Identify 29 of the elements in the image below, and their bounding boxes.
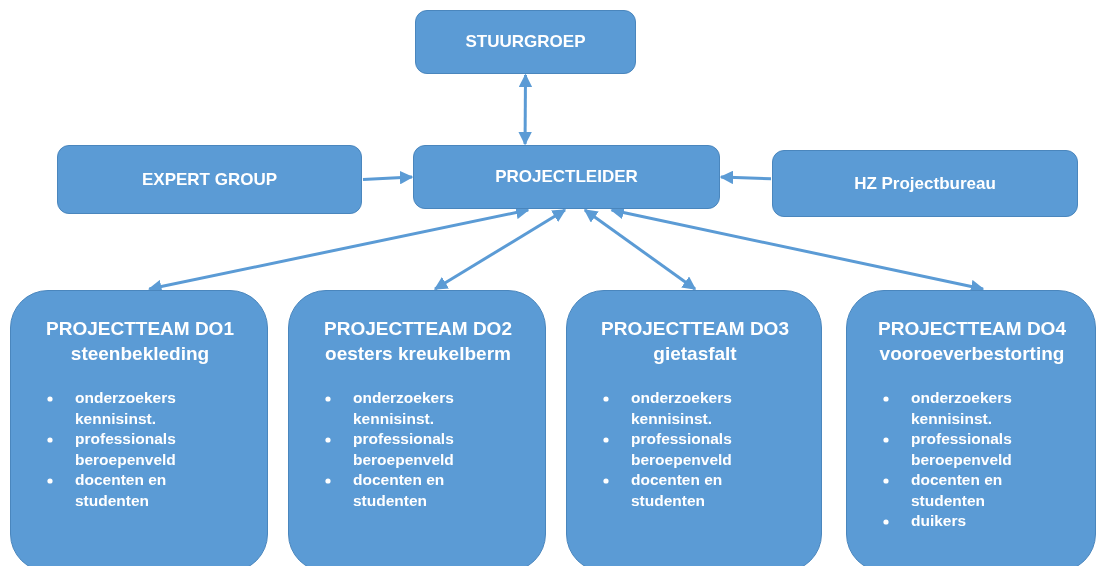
arrow: [362, 170, 414, 185]
box-label: HZ Projectbureau: [854, 173, 996, 194]
list-item: docenten en studenten: [75, 471, 167, 509]
box-label: EXPERT GROUP: [141, 169, 278, 190]
team-title: PROJECTTEAM DO3 gietasfalt: [600, 317, 790, 366]
team-box: [566, 290, 822, 566]
list-item: onderzoekers kennisinst.: [75, 389, 176, 427]
team-box: [846, 290, 1096, 566]
list-item: docenten en studenten: [631, 471, 723, 509]
box-label: STUURGROEP: [465, 32, 586, 52]
box-label: PROJECTLEIDER: [495, 167, 638, 187]
role-box: [413, 145, 720, 209]
team-box: [288, 290, 546, 566]
arrow: [518, 73, 533, 146]
role-box: [57, 145, 362, 214]
team-title: PROJECTTEAM DO1 steenbekleding: [45, 317, 235, 366]
list-item: duikers: [911, 512, 967, 530]
team-box: [10, 290, 268, 566]
team-title: PROJECTTEAM DO2 oesters kreukelberm: [323, 317, 513, 366]
arrow: [719, 170, 772, 185]
list-item: docenten en studenten: [353, 471, 445, 509]
role-box: [772, 150, 1078, 217]
list-item: onderzoekers kennisinst.: [631, 389, 732, 427]
role-box: [415, 10, 636, 74]
arrow: [433, 208, 567, 291]
list-item: onderzoekers kennisinst.: [911, 389, 1012, 427]
arrow: [583, 208, 697, 291]
list-item: onderzoekers kennisinst.: [353, 389, 454, 427]
team-title: PROJECTTEAM DO4 vooroeverbestorting: [877, 317, 1067, 366]
